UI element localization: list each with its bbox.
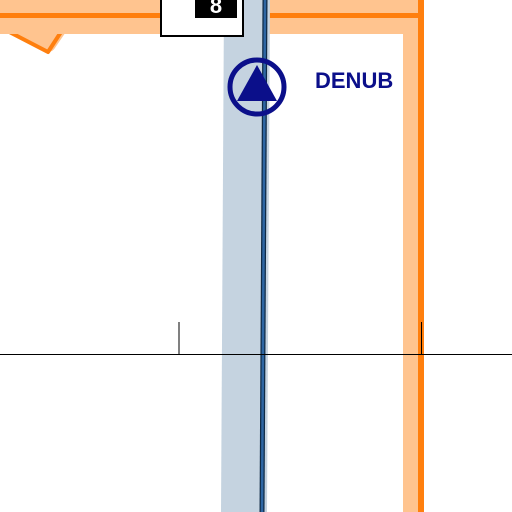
route-corridor xyxy=(221,0,270,512)
waypoint-ring-icon xyxy=(227,57,287,117)
waypoint-denub[interactable] xyxy=(227,57,287,117)
waypoint-label: DENUB xyxy=(315,68,393,93)
grid-line xyxy=(0,322,512,355)
triangle-in-circle-icon xyxy=(237,65,277,101)
route-number-label: 8 xyxy=(210,0,222,18)
route-number-box-icon xyxy=(195,0,237,18)
route-number-box[interactable]: 8 xyxy=(160,0,244,37)
airway-segment-right xyxy=(403,0,424,512)
